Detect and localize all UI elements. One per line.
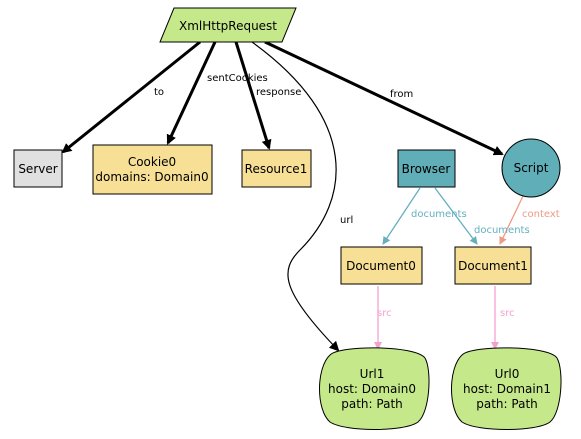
node-label-line-2: domains: Domain0 (95, 170, 208, 184)
edge-label-from: from (390, 89, 413, 100)
node-shape (319, 347, 430, 430)
edge-label-response: response (256, 87, 301, 98)
nodes: XmlHttpRequest Server Cookie0 domains: D… (13, 7, 562, 430)
edge-label-to: to (154, 87, 164, 98)
edge-label-src-left: src (377, 308, 392, 319)
node-shape (13, 149, 63, 188)
node-shape (501, 138, 561, 198)
node-server[interactable]: Server (13, 149, 63, 188)
node-shape (397, 149, 456, 188)
node-label-line-1: Url0 (495, 367, 520, 381)
node-shape (159, 7, 297, 43)
node-label-line-3: path: Path (476, 397, 538, 411)
edge-response (234, 41, 272, 150)
node-label: Server (18, 162, 57, 176)
node-resource1[interactable]: Resource1 (241, 149, 312, 188)
edge-label-sentCookies: sentCookies (207, 73, 268, 84)
edge-context (499, 193, 525, 245)
node-script[interactable]: Script (501, 138, 561, 198)
node-browser[interactable]: Browser (397, 149, 456, 188)
node-label: Resource1 (245, 162, 308, 176)
node-label-line-1: Cookie0 (128, 155, 176, 169)
node-shape (451, 347, 562, 430)
node-shape (454, 246, 532, 285)
node-document1[interactable]: Document1 (454, 246, 532, 285)
edge-label-url: url (340, 215, 353, 226)
edges (61, 40, 525, 352)
node-cookie0[interactable]: Cookie0 domains: Domain0 (92, 144, 213, 195)
edge-sentCookies (166, 41, 217, 145)
node-label: Browser (402, 162, 451, 176)
edge-label-src-right: src (500, 308, 515, 319)
edge-to (61, 40, 201, 154)
node-document0[interactable]: Document0 (340, 246, 423, 285)
edge-url (251, 41, 340, 352)
edge-label-context: context (522, 209, 560, 220)
node-label-line-1: Url1 (360, 367, 385, 381)
node-shape (340, 246, 423, 285)
node-url0[interactable]: Url0 host: Domain1 path: Path (451, 347, 562, 430)
edge-from (264, 40, 504, 156)
node-label: Script (514, 161, 549, 175)
edge-label-documents-right: documents (474, 225, 530, 236)
node-label-line-2: host: Domain0 (328, 382, 416, 396)
node-label: XmlHttpRequest (179, 19, 277, 33)
node-label: Document1 (458, 259, 528, 273)
node-shape (241, 149, 312, 188)
node-xmlhttprequest[interactable]: XmlHttpRequest (159, 7, 297, 43)
edge-documents-right (434, 187, 478, 245)
node-label-line-2: host: Domain1 (463, 382, 551, 396)
edge-documents-left (382, 187, 421, 245)
node-label: Document0 (346, 259, 416, 273)
node-label-line-3: path: Path (341, 397, 403, 411)
edge-label-documents-left: documents (411, 209, 467, 220)
node-url1[interactable]: Url1 host: Domain0 path: Path (319, 347, 430, 430)
edge-labels: to sentCookies response from url documen… (154, 73, 560, 319)
node-shape (92, 144, 213, 195)
